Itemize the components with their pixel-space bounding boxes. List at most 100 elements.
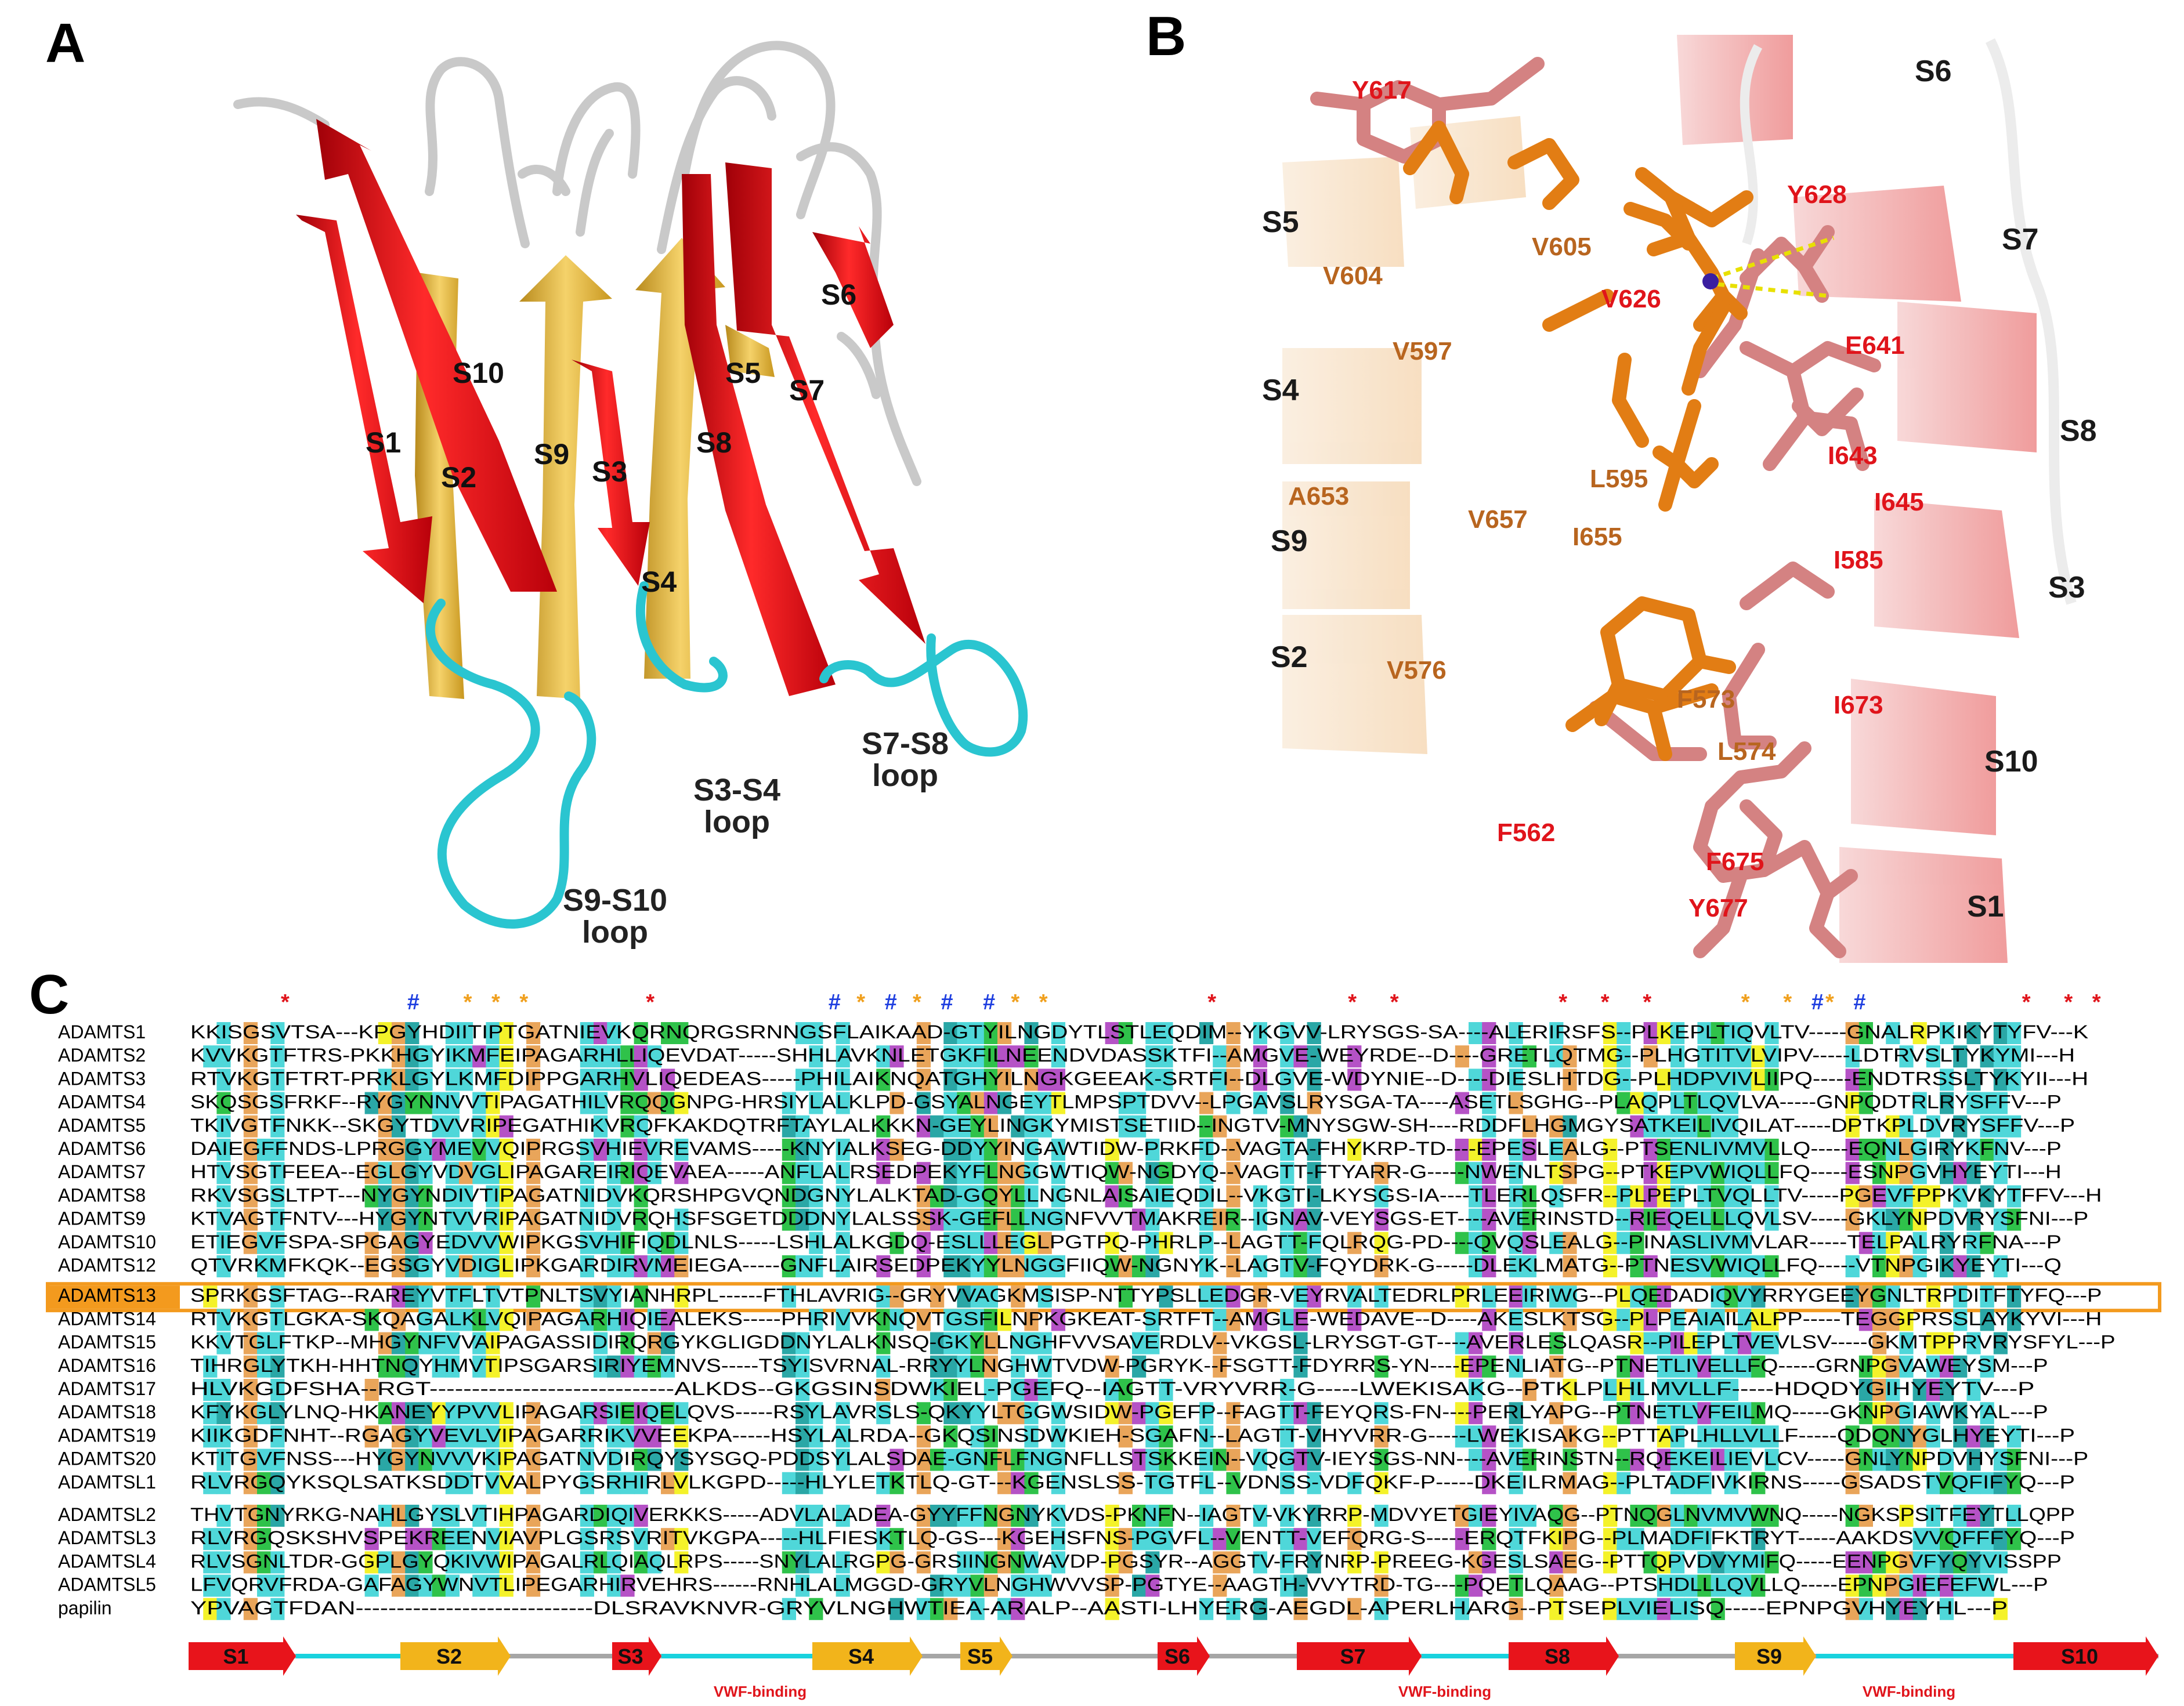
residue-shade: [257, 1355, 272, 1378]
residue-shade: [634, 1425, 648, 1448]
residue-shade: [634, 1505, 648, 1527]
residue-shade: [1280, 1092, 1295, 1114]
residue-shade: [1145, 1574, 1160, 1597]
residue-shade: [216, 1068, 231, 1091]
residue-shade: [1940, 1551, 1954, 1574]
residue-shade: [526, 1472, 541, 1494]
topology-strand-arrow: [960, 1636, 1013, 1676]
residue-shade: [1469, 1574, 1483, 1597]
residue-shade: [876, 1528, 891, 1551]
residue-shade: [1024, 1231, 1039, 1254]
residue-shade: [1011, 1448, 1025, 1471]
residue-shade: [1912, 1379, 1927, 1401]
residue-shade: [392, 1022, 406, 1044]
residue-shade: [1509, 1068, 1523, 1091]
residue-shade: [634, 1115, 648, 1138]
residue-shade: [1630, 1285, 1644, 1308]
residue-shade: [445, 1208, 460, 1231]
topology-strand-arrow: [189, 1636, 296, 1676]
residue-shade: [1482, 1208, 1496, 1231]
residue-shade: [1105, 1355, 1119, 1378]
residue-shade: [1509, 1402, 1523, 1425]
residue-shade: [647, 1448, 661, 1471]
residue-shade: [876, 1309, 891, 1331]
residue-shade: [1280, 1115, 1295, 1138]
residue-shade: [486, 1448, 500, 1471]
residue-shade: [997, 1185, 1012, 1208]
residue-shade: [1159, 1505, 1173, 1527]
residue-shade: [216, 1332, 231, 1354]
residue-shade: [1469, 1022, 1483, 1044]
b-strand-s2: S2: [1271, 640, 1308, 674]
residue-shade: [983, 1092, 998, 1114]
residue-shade: [1724, 1092, 1738, 1114]
residue-shade: [1845, 1045, 1860, 1068]
residue-shade: [782, 1355, 796, 1378]
residue-shade: [1522, 1231, 1536, 1254]
residue-shade: [1993, 1448, 2008, 1471]
residue-shade: [499, 1309, 514, 1331]
residue-shade: [957, 1068, 971, 1091]
residue-shade: [1630, 1598, 1644, 1620]
residue-shade: [889, 1472, 904, 1494]
residue-shade: [674, 1285, 689, 1308]
residue-shade: [1899, 1045, 1914, 1068]
residue-shade: [257, 1551, 272, 1574]
residue-shade: [203, 1551, 218, 1574]
residue-shade: [594, 1139, 608, 1161]
res-v604: V604: [1323, 262, 1383, 290]
residue-shade: [782, 1332, 796, 1354]
topology-strand-label: S10: [2061, 1645, 2098, 1668]
residue-shade: [957, 1045, 971, 1068]
residue-shade: [216, 1045, 231, 1068]
residue-shade: [216, 1505, 231, 1527]
residue-shade: [1858, 1448, 1873, 1471]
residue-shade: [1563, 1115, 1577, 1138]
residue-shade: [1469, 1162, 1483, 1185]
residue-shade: [1145, 1208, 1160, 1231]
residue-shade: [1280, 1425, 1295, 1448]
residue-shade: [270, 1332, 285, 1354]
residue-shade: [1845, 1285, 1860, 1308]
strand-label-s7: S7: [789, 374, 825, 407]
residue-shade: [486, 1092, 500, 1114]
residue-shade: [1374, 1185, 1388, 1208]
residue-shade: [1738, 1139, 1752, 1161]
residue-shade: [1724, 1255, 1738, 1277]
residue-shade: [1764, 1255, 1779, 1277]
residue-shade: [1105, 1379, 1119, 1401]
residue-shade: [445, 1255, 460, 1277]
residue-shade: [607, 1185, 621, 1208]
residue-shade: [405, 1285, 420, 1308]
residue-shade: [1213, 1309, 1227, 1331]
residue-shade: [1509, 1231, 1523, 1254]
sequence-residues: YPVAGTFDAN-----------------------------D…: [190, 1598, 2008, 1618]
residue-shade: [889, 1309, 904, 1331]
residue-shade: [620, 1332, 635, 1354]
residue-shade: [1858, 1379, 1873, 1401]
residue-shade: [243, 1332, 258, 1354]
residue-shade: [1711, 1574, 1725, 1597]
residue-shade: [943, 1139, 958, 1161]
strand-label-s3: S3: [592, 455, 627, 488]
residue-shade: [1912, 1551, 1927, 1574]
residue-shade: [1643, 1115, 1658, 1138]
residue-shade: [1899, 1551, 1914, 1574]
residue-shade: [943, 1332, 958, 1354]
residue-shade: [459, 1528, 473, 1551]
sequence-residues: RLVSGNLTDR-GGPLGYQKIVWIPAGALRLQIAQLRPS--…: [190, 1551, 2062, 1571]
residue-shade: [836, 1255, 850, 1277]
residue-shade: [1037, 1574, 1052, 1597]
residue-shade: [1845, 1115, 1860, 1138]
sequence-name: ADAMTS18: [58, 1401, 156, 1422]
residue-shade: [1966, 1574, 1981, 1597]
residue-shade: [970, 1162, 985, 1185]
residue-shade: [1024, 1208, 1039, 1231]
residue-shade: [983, 1139, 998, 1161]
residue-shade: [809, 1402, 823, 1425]
residue-shade: [1993, 1332, 2008, 1354]
residue-shade: [1966, 1505, 1981, 1527]
residue-shade: [499, 1139, 514, 1161]
residue-shade: [796, 1162, 810, 1185]
